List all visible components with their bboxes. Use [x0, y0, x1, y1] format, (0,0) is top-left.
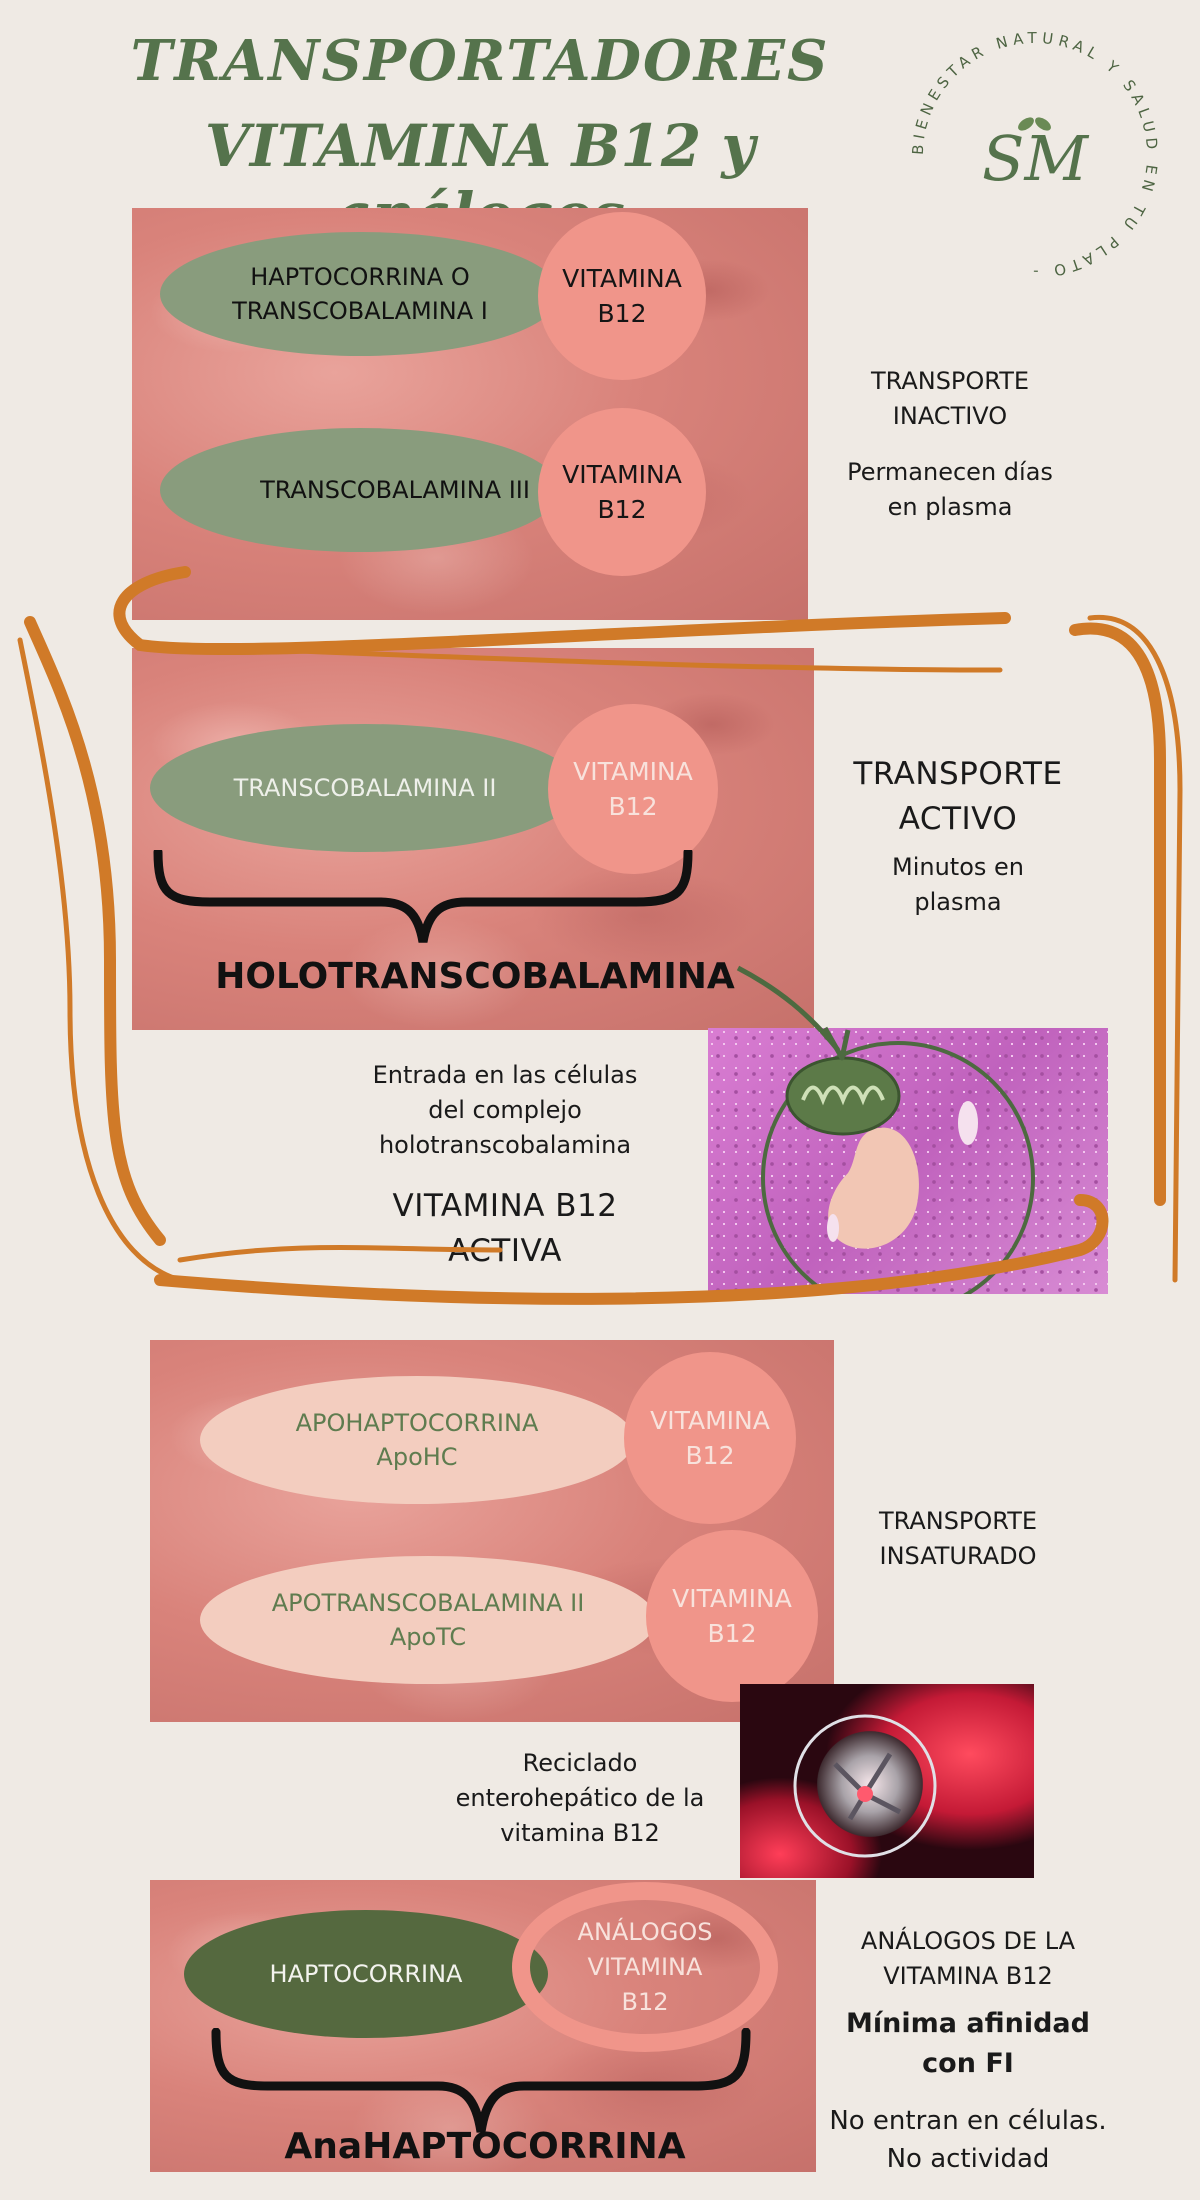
- label-transporte-activo: TRANSPORTE ACTIVO: [853, 756, 1063, 837]
- recycling-photo: [740, 1684, 1034, 1878]
- text-reciclado-enterohepatico: Reciclado enterohepático de la vitamina …: [455, 1749, 705, 1847]
- carrier-haptocorrina: HAPTOCORRINA: [184, 1910, 548, 2038]
- cell-micrograph-image: [708, 1028, 1108, 1294]
- brace-holotc: [153, 850, 693, 943]
- arrow-into-cell: [736, 965, 851, 1061]
- leaf-icon: [1018, 117, 1051, 131]
- carrier-transcobalamina-2: TRANSCOBALAMINA II: [150, 724, 580, 852]
- brace-anahaptocorrina: [211, 2028, 751, 2133]
- carrier-haptocorrina-tc1: HAPTOCORRINA O TRANSCOBALAMINA I: [160, 232, 560, 356]
- note-minutos-en-plasma: Minutos en plasma: [892, 853, 1024, 916]
- label-transporte-inactivo: TRANSPORTE INACTIVO: [870, 367, 1030, 430]
- analog-b12-ring: ANÁLOGOS VITAMINA B12: [512, 1882, 778, 2052]
- carrier-transcobalamina-3: TRANSCOBALAMINA III: [160, 428, 560, 552]
- label-anahaptocorrina: AnaHAPTOCORRINA: [284, 2126, 686, 2167]
- label-analogos-b12: ANÁLOGOS DE LA VITAMINA B12: [860, 1927, 1076, 1990]
- brand-logo: BIENESTAR NATURAL Y SALUD EN TU PLATO - …: [900, 20, 1170, 290]
- vitamin-b12-circle-3: VITAMINA B12: [624, 1352, 796, 1524]
- vitamin-b12-circle-1: VITAMINA B12: [538, 212, 706, 380]
- text-no-entran-celulas: No entran en células. No actividad: [829, 2106, 1107, 2174]
- logo-monogram: SM: [982, 122, 1089, 195]
- note-dias-en-plasma: Permanecen días en plasma: [847, 458, 1053, 521]
- vitamin-b12-circle-4: VITAMINA B12: [646, 1530, 818, 1702]
- label-holotranscobalamina: HOLOTRANSCOBALAMINA: [215, 956, 735, 997]
- text-entrada-celulas: Entrada en las células del complejo holo…: [372, 1061, 638, 1159]
- vitamin-b12-circle-2: VITAMINA B12: [538, 408, 706, 576]
- orange-frame-bracket: [17, 566, 1183, 1305]
- label-transporte-insaturado: TRANSPORTE INSATURADO: [878, 1507, 1038, 1570]
- text-minima-afinidad: Mínima afinidad con FI: [846, 2008, 1090, 2079]
- title-line-1: TRANSPORTADORES: [130, 28, 830, 94]
- carrier-apotranscobalamina-2: APOTRANSCOBALAMINA II ApoTC: [200, 1556, 656, 1684]
- vitamin-b12-circle-active: VITAMINA B12: [548, 704, 718, 874]
- carrier-apohaptocorrina: APOHAPTOCORRINA ApoHC: [200, 1376, 634, 1504]
